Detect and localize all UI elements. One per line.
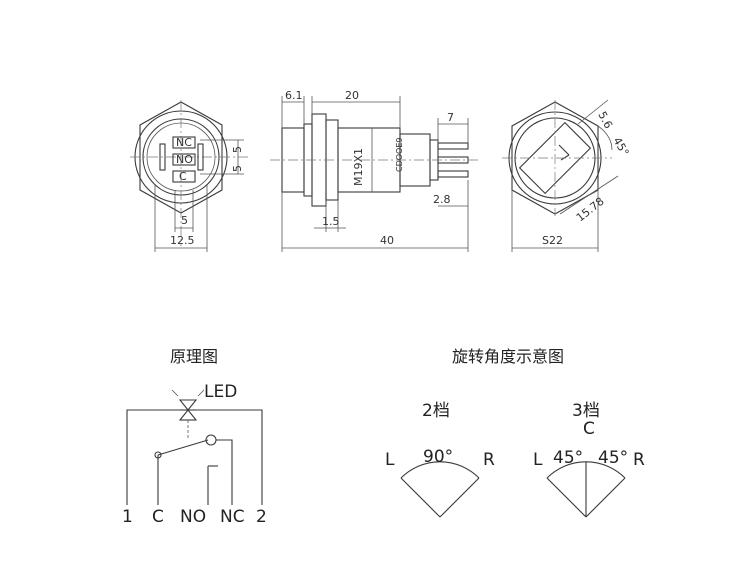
terminal-pad-no [172,153,196,166]
dim-width: 12.5 [170,234,195,247]
dim-inner: 5 [181,214,188,227]
two-pos-angle: 90° [423,447,453,467]
pin-nc: NC [220,507,245,527]
dim-cap: 6.1 [285,89,303,102]
terminal-pad-nc [172,136,196,149]
dim-body: 20 [345,89,359,102]
three-pos-angle-right: 45° [598,448,628,468]
schematic: 原理图 LED 1 C NO NC 2 [122,347,267,527]
two-pos-right: R [483,450,495,470]
three-pos-ray-right [585,477,626,518]
dim-line-a [577,99,609,125]
dim-pitch-1: 5 [231,146,244,153]
rear-knob-slot [518,121,592,195]
rotation-title: 旋转角度示意图 [452,347,564,366]
three-pos-label: 3档 [572,401,600,421]
three-pos-right: R [633,450,645,470]
terminal-label-no: NO [176,153,193,166]
dim-hex: S22 [542,234,563,247]
switch-lever [157,439,209,456]
dim-terminal: 7 [447,111,454,124]
led-pin-right [197,143,204,171]
thread-label: M19X1 [352,148,365,186]
dim-arc-angle [597,125,613,151]
pin-1: 1 [122,507,133,527]
dim-pitch-2: 5 [231,165,244,172]
led-emit-ray-2 [197,389,205,397]
side-view: M19X1 CDOOE9 6.1 20 7 1.5 40 2.8 [270,89,478,252]
two-pos-arc [400,461,480,479]
dim-flange: 1.5 [322,215,340,228]
terminal-pad-c [172,170,196,183]
led-pin-left [159,143,166,171]
led-emit-ray-1 [171,389,179,397]
dim-line-radius [559,175,619,215]
dim-overall: 40 [380,234,394,247]
dim-tab: 2.8 [433,193,451,206]
schematic-title: 原理图 [170,347,218,366]
led-diode-lower [178,409,198,421]
led-wire-left [126,409,188,505]
terminal-label-c: C [179,170,187,183]
front-view: NC NO C 5 5 5 12.5 [130,100,250,252]
three-pos-left: L [533,450,543,470]
two-pos-ray-left [400,477,441,518]
led-label: LED [204,382,237,402]
led-diode-upper [178,399,198,411]
dim-angle: 45° [610,135,631,158]
two-pos-label: 2档 [422,401,450,421]
terminal-label-nc: NC [176,136,192,149]
led-wire-right [188,409,263,505]
three-pos-angle-left: 45° [553,448,583,468]
three-pos-arc [546,461,626,479]
pin-no: NO [180,507,206,527]
side-terminal-1 [437,142,469,150]
contact-c [154,451,162,459]
two-pos-left: L [385,450,395,470]
pin-c: C [152,507,164,527]
two-pos-ray-right [439,477,480,518]
rear-arrow-icon [558,144,570,161]
three-pos-ray-left [546,477,587,518]
three-pos-center: C [583,419,595,439]
rotation-diagrams: 旋转角度示意图 2档 L 90° R 3档 C L 45° 45° R [385,347,645,518]
dim-radius: 15.78 [574,195,607,225]
rear-view: 5.6 45° 15.78 S22 [502,99,631,252]
side-terminal-3 [437,170,469,178]
wire-nc [216,439,233,505]
pin-2: 2 [256,507,267,527]
